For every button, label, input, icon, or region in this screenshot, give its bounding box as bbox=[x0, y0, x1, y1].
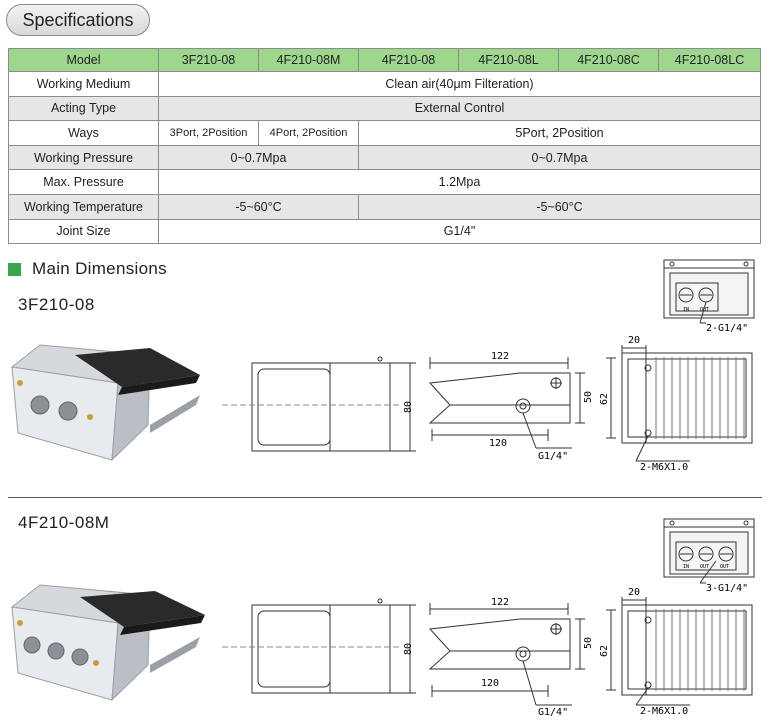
port-label: G1/4" bbox=[538, 707, 568, 718]
port-mark: OUT bbox=[700, 307, 709, 313]
ways-value: 3Port, 2Position bbox=[158, 120, 259, 146]
model-cell: 4F210-08C bbox=[558, 48, 659, 72]
joint-size-value: G1/4" bbox=[158, 218, 761, 245]
top-view-drawing bbox=[606, 597, 753, 706]
front-view-drawing bbox=[222, 598, 416, 694]
green-square-icon bbox=[8, 263, 21, 276]
specifications-header: Specifications bbox=[6, 4, 150, 36]
ways-value: 5Port, 2Position bbox=[358, 120, 761, 146]
specifications-table: Model 3F210-08 4F210-08M 4F210-08 4F210-… bbox=[8, 48, 761, 245]
port-mark: OUT bbox=[700, 564, 709, 570]
dim-50: 50 bbox=[583, 391, 594, 403]
working-pressure-value: 0~0.7Mpa bbox=[158, 144, 359, 171]
dim-height: 80 bbox=[403, 401, 414, 413]
model-cell: 4F210-08 bbox=[358, 48, 459, 72]
dim-62: 62 bbox=[599, 393, 610, 405]
max-pressure-value: 1.2Mpa bbox=[158, 169, 761, 195]
working-temperature-value: -5~60°C bbox=[358, 193, 761, 220]
foot-pedal-photo bbox=[10, 344, 200, 462]
side-view-drawing bbox=[428, 603, 585, 706]
working-temperature-value: -5~60°C bbox=[158, 193, 359, 220]
section-2-drawings: 80 122 120 50 G1/4" bbox=[10, 518, 755, 718]
port-mark: IN bbox=[683, 307, 689, 313]
max-pressure-row: Max. Pressure 1.2Mpa bbox=[8, 169, 761, 195]
front-view-drawing bbox=[222, 356, 416, 452]
end-view-drawing bbox=[663, 518, 755, 584]
ways-value: 4Port, 2Position bbox=[258, 120, 359, 146]
ports-label: 2-G1/4" bbox=[706, 323, 748, 334]
joint-size-row: Joint Size G1/4" bbox=[8, 218, 761, 245]
dim-62: 62 bbox=[599, 645, 610, 657]
model-label: Model bbox=[8, 48, 159, 72]
end-view-drawing bbox=[663, 259, 755, 324]
top-view-drawing bbox=[606, 345, 753, 462]
ways-row: Ways 3Port, 2Position 4Port, 2Position 5… bbox=[8, 120, 761, 146]
row-label: Acting Type bbox=[8, 95, 159, 122]
dim-20: 20 bbox=[628, 587, 640, 598]
model-cell: 4F210-08L bbox=[458, 48, 559, 72]
model-cell: 4F210-08M bbox=[258, 48, 359, 72]
dim-length-top: 122 bbox=[491, 351, 509, 362]
model-title-2: 4F210-08M bbox=[18, 513, 110, 532]
row-label: Max. Pressure bbox=[8, 169, 159, 195]
model-row: Model 3F210-08 4F210-08M 4F210-08 4F210-… bbox=[8, 48, 761, 72]
ports-label: 3-G1/4" bbox=[706, 583, 748, 594]
section-1-drawings: 80 122 120 50 G1/4" bbox=[10, 259, 755, 473]
dim-50: 50 bbox=[583, 637, 594, 649]
dim-20: 20 bbox=[628, 335, 640, 346]
section-divider bbox=[8, 497, 762, 498]
row-label: Joint Size bbox=[8, 218, 159, 245]
row-label: Working Temperature bbox=[8, 193, 159, 220]
dim-length-bottom: 120 bbox=[481, 678, 499, 689]
dim-length-bottom: 120 bbox=[489, 438, 507, 449]
working-medium-value: Clean air(40μm Filteration) bbox=[158, 71, 761, 97]
acting-type-row: Acting Type External Control bbox=[8, 95, 761, 122]
model-cell: 3F210-08 bbox=[158, 48, 259, 72]
foot-pedal-photo bbox=[10, 584, 205, 702]
working-pressure-value: 0~0.7Mpa bbox=[358, 144, 761, 171]
row-label: Working Medium bbox=[8, 71, 159, 97]
acting-type-value: External Control bbox=[158, 95, 761, 122]
dim-height: 80 bbox=[403, 643, 414, 655]
mount-label: 2-M6X1.0 bbox=[640, 706, 688, 717]
port-label: G1/4" bbox=[538, 451, 568, 462]
row-label: Working Pressure bbox=[8, 144, 159, 171]
main-dimensions-title: Main Dimensions bbox=[32, 259, 167, 278]
working-temperature-row: Working Temperature -5~60°C -5~60°C bbox=[8, 193, 761, 220]
dim-length-top: 122 bbox=[491, 597, 509, 608]
port-mark: IN bbox=[683, 564, 689, 570]
side-view-drawing bbox=[428, 357, 585, 449]
model-title-1: 3F210-08 bbox=[18, 295, 95, 314]
port-mark: OUT bbox=[720, 564, 729, 570]
model-cell: 4F210-08LC bbox=[658, 48, 761, 72]
working-medium-row: Working Medium Clean air(40μm Filteratio… bbox=[8, 71, 761, 97]
mount-label: 2-M6X1.0 bbox=[640, 462, 688, 473]
working-pressure-row: Working Pressure 0~0.7Mpa 0~0.7Mpa bbox=[8, 144, 761, 171]
row-label: Ways bbox=[8, 120, 159, 146]
